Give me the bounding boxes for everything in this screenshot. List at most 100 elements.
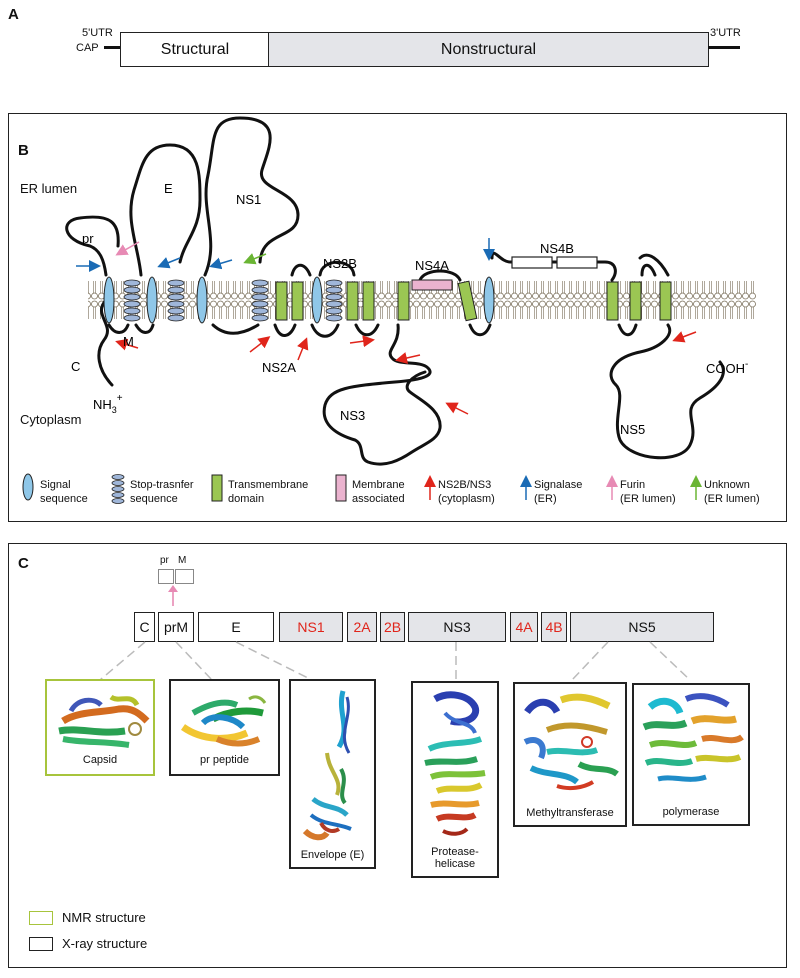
furin-cleavage-arrow bbox=[168, 585, 178, 606]
tm-domain-5 bbox=[397, 281, 410, 321]
capsid-structure-image bbox=[58, 694, 150, 748]
nonstructural-label: Nonstructural bbox=[440, 40, 537, 58]
label-ns1: NS1 bbox=[236, 192, 261, 207]
signal-sequence-1 bbox=[103, 276, 115, 324]
label-ns2a: NS2A bbox=[262, 360, 296, 375]
tm-domain-7 bbox=[606, 281, 619, 321]
signal-sequence-5 bbox=[483, 276, 495, 324]
label-ns4b: NS4B bbox=[540, 241, 574, 256]
capsid-caption: Capsid bbox=[82, 754, 118, 766]
capsid-structure-box: Capsid bbox=[45, 679, 155, 776]
label-e: E bbox=[164, 181, 173, 196]
signal-sequence-3 bbox=[196, 276, 208, 324]
tm-domain-9 bbox=[659, 281, 672, 321]
furin-arrow bbox=[115, 241, 140, 256]
label-ns3: NS3 bbox=[340, 408, 365, 423]
segment-ns1: NS1 bbox=[279, 612, 343, 642]
pr-peptide-structure-box: pr peptide bbox=[169, 679, 280, 776]
label-m: M bbox=[123, 334, 134, 349]
xray-legend-swatch bbox=[29, 937, 53, 951]
segment-ns5: NS5 bbox=[570, 612, 714, 642]
envelope-structure-box: Envelope (E) bbox=[289, 679, 376, 869]
tm-domain-2 bbox=[291, 281, 304, 321]
pr-small-box bbox=[158, 569, 174, 584]
utr5-label: 5'UTR bbox=[82, 27, 113, 39]
protease-helicase-caption: Protease-helicase bbox=[431, 846, 479, 870]
label-c: C bbox=[71, 359, 80, 374]
signalase-arrow-3 bbox=[209, 257, 233, 270]
methyltransferase-caption: Methyltransferase bbox=[526, 807, 614, 819]
label-cooh: COOH- bbox=[706, 359, 748, 376]
unknown-arrow bbox=[243, 253, 267, 265]
structural-label: Structural bbox=[160, 40, 230, 58]
tm-domain-4 bbox=[362, 281, 375, 321]
pr-loop bbox=[65, 215, 120, 277]
membrane-topology-diagram: pr E NS1 NS2B NS4A NS4B M C NH3+ NS2A NS… bbox=[22, 116, 756, 504]
protease-helicase-structure-image bbox=[424, 691, 486, 836]
tm-domain-6 bbox=[457, 280, 478, 322]
cap-label: CAP bbox=[76, 42, 99, 54]
label-ns2b: NS2B bbox=[323, 256, 357, 271]
panel-c-frame bbox=[8, 543, 787, 968]
legend-unknown-text: Unknown(ER lumen) bbox=[704, 479, 760, 505]
signal-sequence-2 bbox=[146, 276, 158, 324]
polymerase-caption: polymerase bbox=[662, 806, 720, 818]
ns2b-loop bbox=[318, 260, 356, 277]
segment-2b: 2B bbox=[380, 612, 405, 642]
c-chain bbox=[97, 298, 114, 387]
panel-a-letter: A bbox=[8, 6, 19, 23]
protease-arrow-6 bbox=[445, 402, 469, 415]
protease-arrow-1 bbox=[115, 338, 139, 351]
protease-arrow-4 bbox=[349, 335, 375, 348]
ns3-chain bbox=[322, 323, 442, 466]
nmr-legend-text: NMR structure bbox=[62, 910, 146, 925]
nonstructural-region: Nonstructural bbox=[268, 32, 709, 67]
m-small-label: M bbox=[178, 555, 187, 566]
tm-domain-3 bbox=[346, 281, 359, 321]
pr-small-label: pr bbox=[160, 555, 169, 566]
protease-arrow-5 bbox=[395, 352, 421, 364]
protease-arrow-3 bbox=[297, 337, 309, 361]
segment-ns3: NS3 bbox=[408, 612, 506, 642]
panel-b-letter: B bbox=[18, 142, 29, 159]
label-nh3: NH3+ bbox=[93, 393, 123, 415]
tm-domain-8 bbox=[629, 281, 642, 321]
pr-peptide-structure-image bbox=[180, 695, 267, 747]
protease-arrow-7 bbox=[672, 331, 697, 343]
er-lumen-label: ER lumen bbox=[20, 181, 78, 196]
polymerase-structure-box: polymerase bbox=[632, 683, 750, 826]
legend-transmembrane-icon bbox=[211, 474, 223, 502]
segment-4a: 4A bbox=[510, 612, 538, 642]
protease-helicase-structure-box: Protease-helicase bbox=[411, 681, 499, 878]
legend-ns2b-ns3-text: NS2B/NS3(cytoplasm) bbox=[438, 479, 495, 505]
signalase-arrow-2 bbox=[157, 257, 181, 269]
ns1-loop bbox=[203, 116, 300, 277]
xray-legend-text: X-ray structure bbox=[62, 936, 148, 951]
methyltransferase-structure-box: Methyltransferase bbox=[513, 682, 627, 827]
cytoplasm-label: Cytoplasm bbox=[20, 412, 82, 427]
polymerase-structure-image bbox=[642, 693, 744, 782]
panel-b-frame bbox=[8, 113, 787, 522]
utr3-line bbox=[708, 46, 740, 49]
segment-e: E bbox=[198, 612, 274, 642]
nmr-legend-swatch bbox=[29, 911, 53, 925]
segment-c: C bbox=[134, 612, 155, 642]
utr3-label: 3'UTR bbox=[710, 27, 741, 39]
envelope-caption: Envelope (E) bbox=[300, 849, 365, 861]
signal-sequence-4 bbox=[311, 276, 323, 324]
m-small-box bbox=[175, 569, 194, 584]
label-pr: pr bbox=[82, 231, 94, 246]
membrane-associated-ns4a bbox=[411, 279, 453, 291]
legend-membrane-assoc-icon bbox=[335, 474, 347, 502]
structure-connectors bbox=[99, 641, 691, 681]
envelope-structure-image bbox=[302, 690, 352, 841]
e-loop bbox=[129, 143, 202, 277]
legend-furin-text: Furin(ER lumen) bbox=[620, 479, 676, 505]
utr5-line bbox=[104, 46, 121, 49]
segment-4b: 4B bbox=[541, 612, 567, 642]
panel-c-letter: C bbox=[18, 555, 29, 572]
label-ns4a: NS4A bbox=[415, 258, 449, 273]
